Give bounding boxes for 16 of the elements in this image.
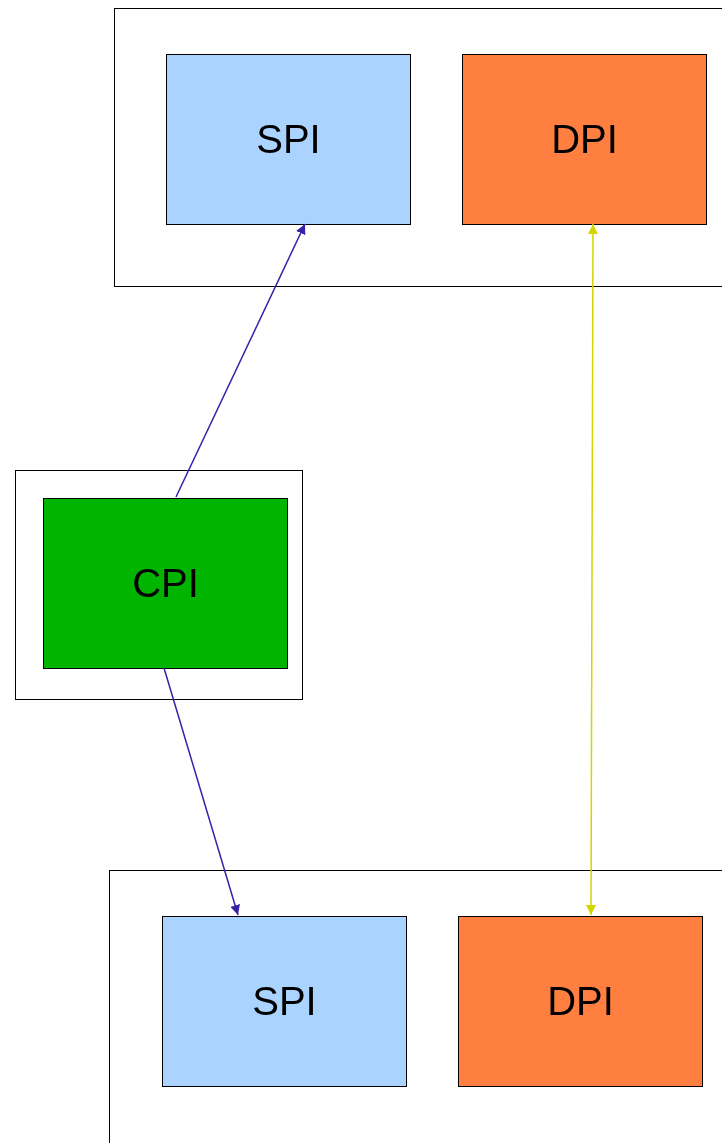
container-box <box>109 870 722 1143</box>
arrow <box>586 223 598 916</box>
arrow <box>175 223 306 498</box>
box-label: SPI <box>256 117 321 162</box>
box-label: SPI <box>252 979 317 1024</box>
process-box <box>162 916 407 1087</box>
container-box <box>114 8 722 287</box>
box-label: DPI <box>551 117 618 162</box>
box-label: CPI <box>132 561 199 606</box>
box-label: DPI <box>547 979 614 1024</box>
container-box <box>15 470 303 700</box>
process-box <box>166 54 411 225</box>
process-box <box>43 498 288 669</box>
arrow <box>163 667 240 916</box>
process-box <box>462 54 707 225</box>
process-box <box>458 916 703 1087</box>
